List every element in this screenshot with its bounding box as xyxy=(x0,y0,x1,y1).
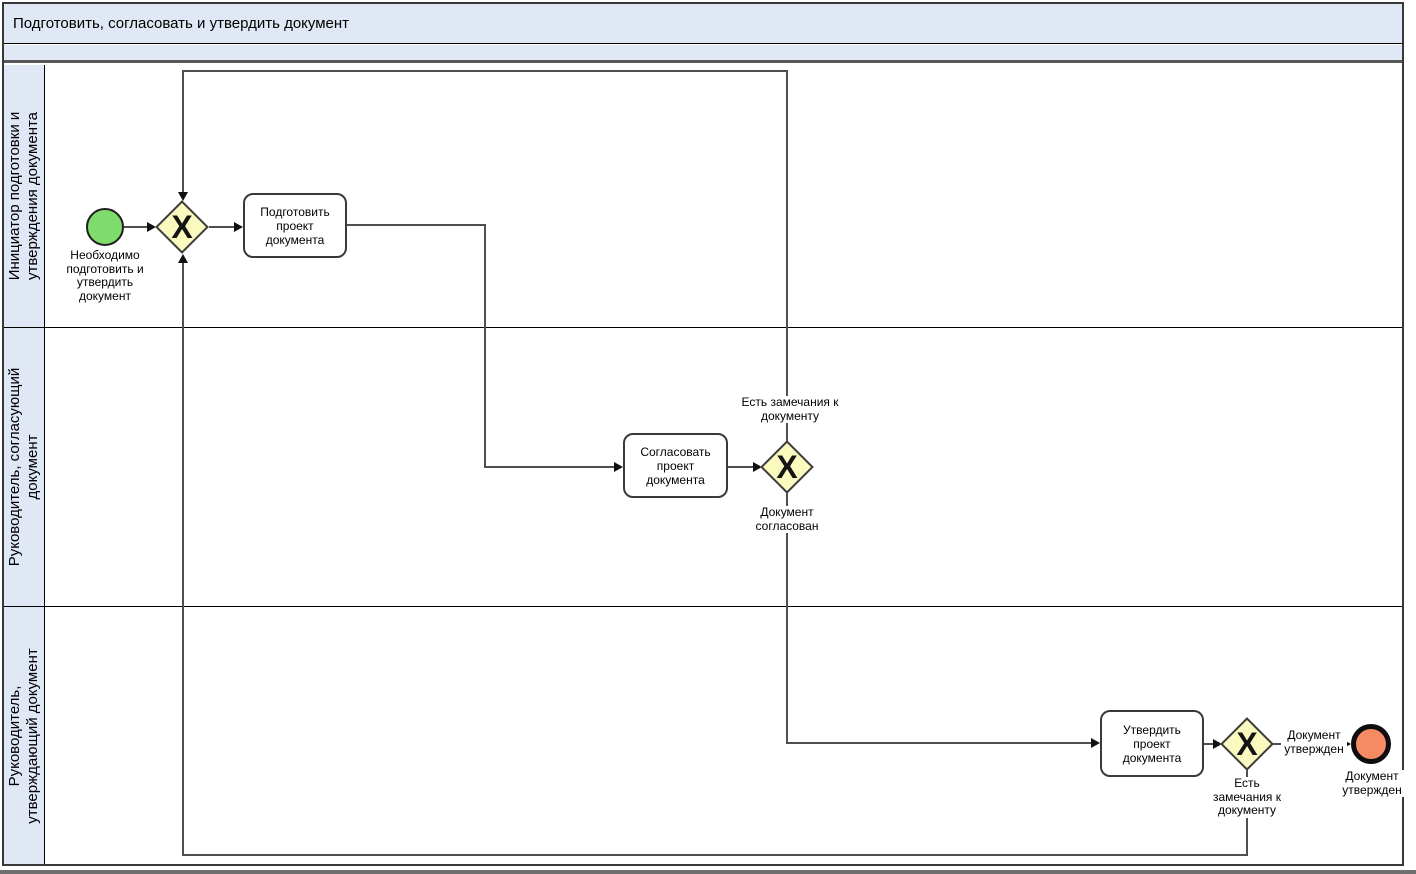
pool-border xyxy=(2,2,1404,866)
gateway-2-x-marker: X xyxy=(776,448,798,485)
flow-start-to-gateway1 xyxy=(124,226,148,228)
start-event[interactable] xyxy=(86,208,124,246)
flow-remarks-agreement xyxy=(182,70,788,72)
diagram-title-band: Подготовить, согласовать и утвердить док… xyxy=(4,4,1402,44)
lane-separator xyxy=(4,606,1402,607)
pool-header-band xyxy=(4,45,1402,63)
lane-separator xyxy=(4,327,1402,328)
diagram-title: Подготовить, согласовать и утвердить док… xyxy=(13,15,350,32)
flow-label-remarks-approval: Есть замечания к документу xyxy=(1202,776,1292,818)
arrowhead xyxy=(753,462,762,472)
lane-agreeing-manager-label: Руководитель, согласующий документ xyxy=(6,367,41,567)
flow-label-agreed: Документ согласован xyxy=(729,505,845,533)
task-agree-draft[interactable]: Согласовать проект документа xyxy=(623,433,728,498)
flow-gateway1-to-task1 xyxy=(209,226,235,228)
arrowhead xyxy=(234,222,243,232)
gateway-1-x-marker: X xyxy=(171,208,193,245)
arrowhead xyxy=(178,254,188,263)
flow-remarks-approval xyxy=(182,262,184,855)
arrowhead xyxy=(1091,738,1100,748)
window-bottom-edge xyxy=(0,870,1416,874)
arrowhead xyxy=(1213,739,1222,749)
gateway-3-x-marker: X xyxy=(1236,725,1258,762)
flow-task1-to-task2 xyxy=(484,224,486,468)
task-prepare-draft[interactable]: Подготовить проект документа xyxy=(243,193,347,258)
flow-remarks-agreement xyxy=(786,71,788,441)
flow-task3-to-gateway3 xyxy=(1204,743,1214,745)
flow-label-approved: Документ утвержден xyxy=(1281,728,1347,756)
flow-task2-to-gateway2 xyxy=(728,466,754,468)
flow-label-remarks-agreement: Есть замечания к документу xyxy=(732,395,848,423)
task-approve-draft[interactable]: Утвердить проект документа xyxy=(1100,710,1204,777)
flow-remarks-approval xyxy=(182,854,1248,856)
lane-approving-manager[interactable]: Руководитель, утверждающий документ xyxy=(4,607,45,864)
arrowhead xyxy=(614,462,623,472)
arrowhead xyxy=(178,192,188,201)
arrowhead xyxy=(147,222,156,232)
end-event[interactable] xyxy=(1351,724,1391,764)
end-event-label: Документ утвержден xyxy=(1322,769,1416,797)
flow-agreed xyxy=(786,742,1092,744)
lane-agreeing-manager[interactable]: Руководитель, согласующий документ xyxy=(4,328,45,606)
flow-agreed xyxy=(786,493,788,743)
lane-initiator[interactable]: Инициатор подготовки и утверждения докум… xyxy=(4,65,45,327)
flow-task1-to-task2 xyxy=(347,224,486,226)
lane-approving-manager-label: Руководитель, утверждающий документ xyxy=(6,647,41,824)
lane-initiator-label: Инициатор подготовки и утверждения докум… xyxy=(6,111,41,281)
start-event-label: Необходимо подготовить и утвердить докум… xyxy=(45,248,165,303)
flow-remarks-agreement xyxy=(182,71,184,193)
flow-task1-to-task2 xyxy=(484,466,615,468)
